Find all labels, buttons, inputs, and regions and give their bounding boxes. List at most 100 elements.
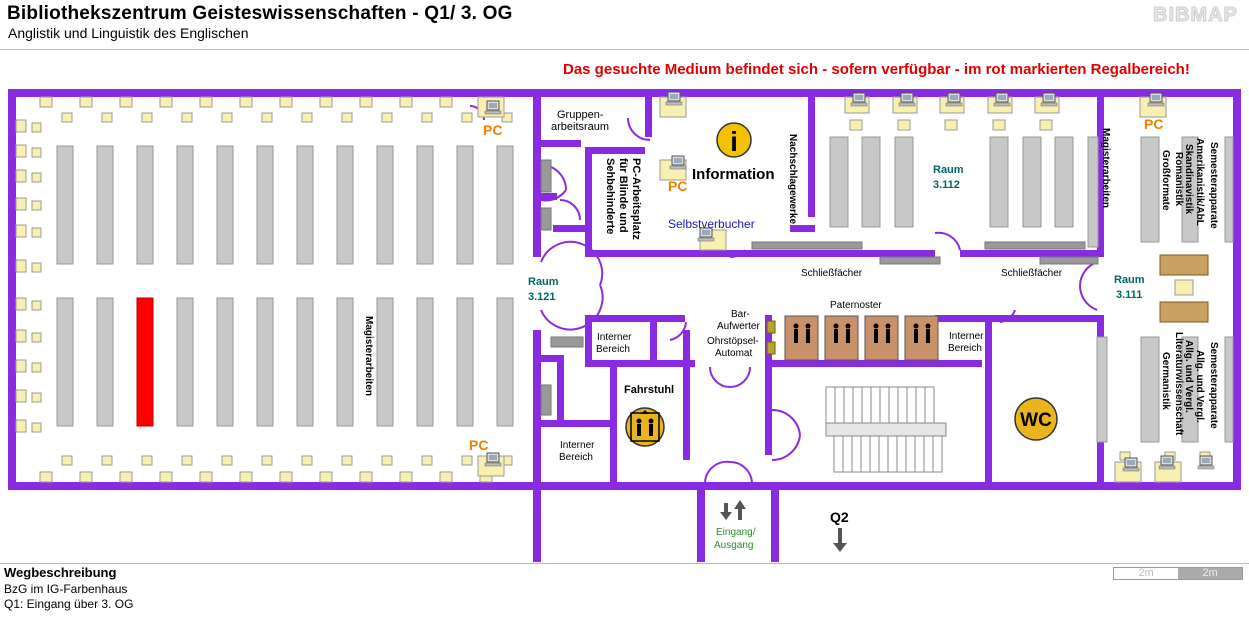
pc-label-2: PC (469, 437, 488, 453)
pc-label-1: PC (483, 122, 502, 138)
shelf (376, 145, 394, 265)
q2-label: Q2 (830, 509, 849, 525)
desk (399, 471, 413, 483)
paternoster-label: Paternoster (830, 300, 882, 311)
information-icon: i (716, 122, 752, 158)
shelf (456, 297, 474, 427)
desk (39, 471, 53, 483)
internal-area-1b: Bereich (596, 344, 630, 355)
lockers-label-1: Schließfächer (801, 268, 863, 279)
entrance-label-2: Ausgang (714, 540, 753, 551)
internal-area-3b: Bereich (559, 452, 593, 463)
shelf (176, 297, 194, 427)
route-title: Wegbeschreibung (4, 565, 117, 580)
vending-machines (766, 320, 776, 355)
pc-blind-label-1: PC-Arbeitsplatz (630, 158, 642, 240)
desk (79, 471, 93, 483)
desk (301, 455, 313, 466)
shelves-left-hall (56, 145, 514, 427)
shelf (296, 297, 314, 427)
lounge-sofas (1159, 254, 1209, 323)
internal-area-3a: Interner (560, 440, 595, 451)
earplug-label-1: Ohrstöpsel- (707, 336, 759, 347)
room-3111-label-1: Raum (1114, 274, 1145, 286)
pc-blind-label-2: für Blinde und (617, 158, 629, 233)
shelf (256, 145, 274, 265)
pc-blind-label-3: Sehbehinderte (604, 158, 616, 234)
desk (141, 112, 153, 123)
desk (101, 112, 113, 123)
group-room-label-1: Gruppen- (557, 109, 604, 121)
bibmap-logo: BIBMAP (1153, 4, 1238, 27)
german-label: Germanistik (1160, 352, 1171, 410)
cash-loader-label-2: Aufwerter (717, 321, 760, 332)
computer-icon (484, 452, 502, 467)
large-format-label: Großformate (1160, 150, 1171, 211)
course-reserves-label-1: Semesterapparate (1208, 142, 1219, 229)
desk (79, 96, 93, 108)
shelf (96, 145, 114, 265)
computer-icon (665, 91, 683, 106)
shelf (56, 145, 74, 265)
desk (181, 455, 193, 466)
entrance-label-1: Eingang/ (716, 527, 756, 538)
course-reserves-label-2: Semesterapparate (1208, 342, 1219, 429)
room-3121-label-1: Raum (528, 276, 559, 288)
pc-label-3: PC (668, 178, 687, 194)
counters (540, 159, 1099, 416)
desk (119, 471, 133, 483)
computer-icon (993, 92, 1011, 107)
desk (239, 471, 253, 483)
computer-icon (850, 92, 868, 107)
computer-icon (697, 227, 715, 242)
computer-icon (1040, 92, 1058, 107)
shelf (216, 145, 234, 265)
desk (61, 112, 73, 123)
shelf (336, 145, 354, 265)
staircase (825, 386, 947, 473)
svg-text:WC: WC (1020, 410, 1052, 431)
scale-bar: 2m 2m (1113, 567, 1243, 580)
desk (359, 96, 373, 108)
romance-label: Romanistik (1173, 152, 1184, 206)
computer-icons (484, 91, 1215, 472)
desk (341, 112, 353, 123)
desk (399, 96, 413, 108)
theses-label-right: Magisterarbeiten (1100, 128, 1111, 208)
desk (199, 471, 213, 483)
shelf (176, 145, 194, 265)
theses-label-left: Magisterarbeiten (363, 316, 374, 396)
page-title: Bibliothekszentrum Geisteswissenschaften… (7, 3, 513, 24)
page-subtitle: Anglistik und Linguistik des Englischen (8, 25, 249, 41)
internal-area-1a: Interner (597, 332, 632, 343)
desk (141, 455, 153, 466)
desk (439, 471, 453, 483)
desk (319, 96, 333, 108)
internal-area-2b: Bereich (948, 343, 982, 354)
shelf (376, 297, 394, 427)
paternoster-cabins (784, 315, 939, 361)
shelf (336, 297, 354, 427)
room-3121-label-2: 3.121 (528, 291, 556, 303)
computer-icon (945, 92, 963, 107)
footer-divider (0, 563, 1249, 564)
desk (239, 96, 253, 108)
shelf (296, 145, 314, 265)
lockers-label-2: Schließfächer (1001, 268, 1063, 279)
desk (421, 112, 433, 123)
general-comparative-label-1: Allg. und Vergl. (1183, 340, 1194, 413)
desk (439, 96, 453, 108)
desk (181, 112, 193, 123)
route-line-1: BzG im IG-Farbenhaus (4, 582, 128, 596)
american-label: Amerikanistik/AbL (1194, 138, 1205, 226)
building-walls (8, 89, 1241, 562)
desk (319, 471, 333, 483)
desk (301, 112, 313, 123)
literature-label: Literaturwissenschaft (1173, 332, 1184, 436)
q2-arrow-icon (833, 528, 847, 552)
desk (119, 96, 133, 108)
computer-icon (1147, 92, 1165, 107)
desk (159, 471, 173, 483)
scandinavian-label: Skandinavistik (1183, 144, 1194, 214)
